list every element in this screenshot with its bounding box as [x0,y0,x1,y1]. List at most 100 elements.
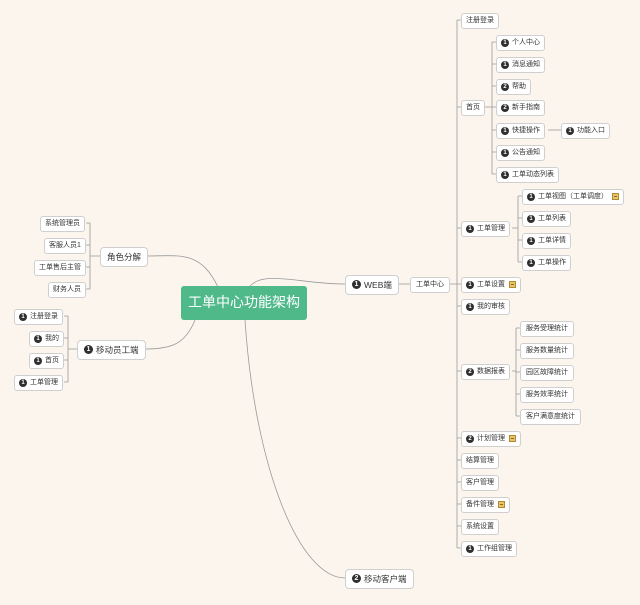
note-icon[interactable] [612,193,619,200]
item-label: 公告通知 [512,149,540,156]
priority-badge: 1 [501,39,509,47]
priority-badge: 2 [352,574,361,583]
register-node[interactable]: 注册登录 [461,13,499,29]
item-label: 首页 [45,357,59,364]
priority-badge: 1 [527,193,535,201]
item-label: 结算管理 [466,457,494,464]
item-label: 服务受理统计 [526,325,568,332]
item-label: 计划管理 [477,435,505,442]
item-label: 注册登录 [30,313,58,320]
system-settings-node[interactable]: 系统设置 [461,519,499,535]
priority-badge: 1 [501,171,509,179]
role-item[interactable]: 工单售后主管 [34,260,86,276]
priority-badge: 1 [352,280,361,289]
item-label: 个人中心 [512,39,540,46]
role-item-label: 系统管理员 [45,220,80,227]
priority-badge: 2 [501,83,509,91]
item-label: 功能入口 [577,127,605,134]
priority-badge: 2 [466,368,474,376]
item-label: 客户管理 [466,479,494,486]
roles-branch[interactable]: 角色分解 [100,247,149,267]
roles-label: 角色分解 [107,252,142,262]
report-item[interactable]: 客户满意度统计 [520,409,581,425]
priority-badge: 1 [527,215,535,223]
priority-badge: 1 [501,61,509,69]
item-label: 工单管理 [30,379,58,386]
priority-badge: 2 [466,435,474,443]
priority-badge: 1 [466,545,474,553]
mobile-client-label: 移动客户端 [364,574,407,584]
home-node[interactable]: 首页 [461,100,485,116]
priority-badge: 1 [19,379,27,387]
item-label: 帮助 [512,83,526,90]
item-label: 客户满意度统计 [526,413,575,420]
customer-node[interactable]: 客户管理 [461,475,499,491]
item-label: 服务效率统计 [526,391,568,398]
settlement-node[interactable]: 结算管理 [461,453,499,469]
item-label: 工单操作 [538,259,566,266]
note-icon[interactable] [509,435,516,442]
priority-badge: 1 [527,237,535,245]
root-topic[interactable]: 工单中心功能架构 [181,286,307,320]
parts-node[interactable]: 备件管理 [461,497,510,513]
item-label: 园区故障统计 [526,369,568,376]
item-label: 工单管理 [477,225,505,232]
report-item[interactable]: 服务数量统计 [520,343,574,359]
item-label: 工单视图（工单调度） [538,193,608,200]
item-label: 工作组管理 [477,545,512,552]
report-item[interactable]: 服务效率统计 [520,387,574,403]
role-item-label: 客服人员1 [49,242,81,249]
item-label: 工单列表 [538,215,566,222]
item-label: 数据报表 [477,368,505,375]
ticket-center-node[interactable]: 工单中心 [410,277,450,293]
priority-badge: 1 [501,149,509,157]
report-item[interactable]: 园区故障统计 [520,365,574,381]
note-icon[interactable] [498,501,505,508]
priority-badge: 1 [527,259,535,267]
item-label: 我的 [45,335,59,342]
item-label: 消息通知 [512,61,540,68]
priority-badge: 2 [501,104,509,112]
note-icon[interactable] [509,281,516,288]
role-item[interactable]: 客服人员1 [44,238,86,254]
item-label: 备件管理 [466,501,494,508]
role-item[interactable]: 财务人员 [48,282,86,298]
item-label: 系统设置 [466,523,494,530]
item-label: 工单详情 [538,237,566,244]
priority-badge: 1 [501,127,509,135]
priority-badge: 1 [34,357,42,365]
web-label: WEB端 [364,280,392,290]
priority-badge: 1 [84,345,93,354]
role-item[interactable]: 系统管理员 [40,216,85,232]
priority-badge: 1 [566,127,574,135]
priority-badge: 1 [466,225,474,233]
home-label: 首页 [466,104,480,111]
report-item[interactable]: 服务受理统计 [520,321,574,337]
